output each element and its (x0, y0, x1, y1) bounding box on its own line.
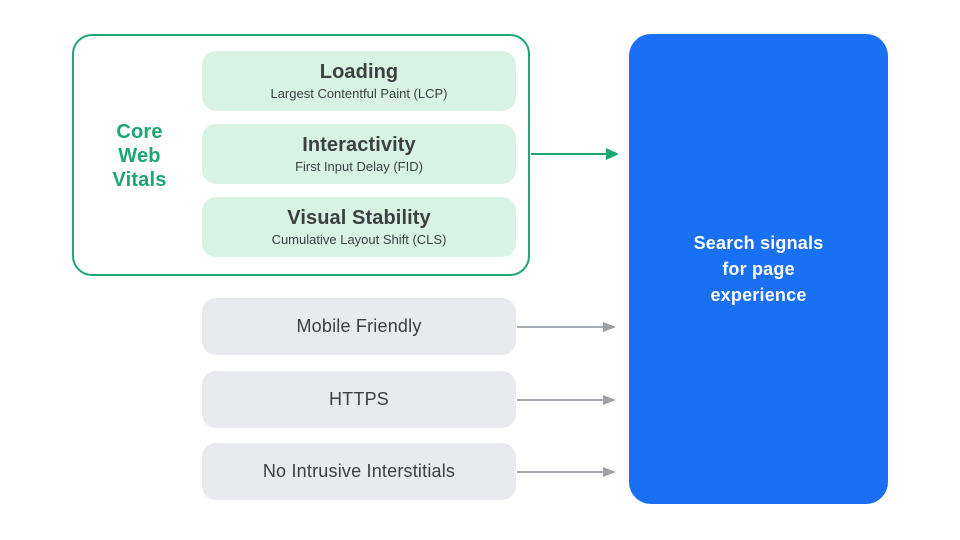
vital-title: Interactivity (302, 133, 416, 156)
search-signals-text-line: Search signals (693, 233, 824, 253)
arrow-mobile-friendly (517, 322, 616, 332)
vital-subtitle: Largest Contentful Paint (LCP) (270, 85, 448, 101)
core-web-vitals-label-line: Web (118, 145, 161, 167)
signal-label: HTTPS (328, 389, 389, 409)
vital-title: Loading (319, 60, 399, 83)
vital-subtitle: First Input Delay (FID) (295, 158, 423, 174)
vital-subtitle: Cumulative Layout Shift (CLS) (271, 231, 447, 247)
arrow-core-web-vitals (531, 148, 619, 160)
signal-label: No Intrusive Interstitials (262, 461, 456, 481)
vital-box-visual-stability: Visual Stability Cumulative Layout Shift… (202, 197, 516, 257)
search-signals-result-box: Search signals for page experience (629, 34, 888, 504)
search-signals-text-line: for page (722, 259, 795, 279)
core-web-vitals-label-line: Core (116, 121, 163, 143)
vital-title: Visual Stability (287, 206, 431, 229)
core-web-vitals-group-border (72, 34, 530, 276)
vital-box-loading: Loading Largest Contentful Paint (LCP) (202, 51, 516, 111)
signal-box-mobile-friendly: Mobile Friendly (202, 298, 516, 355)
arrow-no-intrusive-interstitials (517, 467, 616, 477)
search-signals-text: Search signals for page experience (694, 230, 824, 308)
signal-box-https: HTTPS (202, 371, 516, 428)
search-signals-text-line: experience (710, 285, 807, 305)
signal-label: Mobile Friendly (296, 316, 422, 336)
signal-box-no-intrusive-interstitials: No Intrusive Interstitials (202, 443, 516, 500)
core-web-vitals-label-line: Vitals (112, 169, 167, 191)
arrow-https (517, 395, 616, 405)
core-web-vitals-label: Core Web Vitals (82, 120, 197, 192)
vital-box-interactivity: Interactivity First Input Delay (FID) (202, 124, 516, 184)
